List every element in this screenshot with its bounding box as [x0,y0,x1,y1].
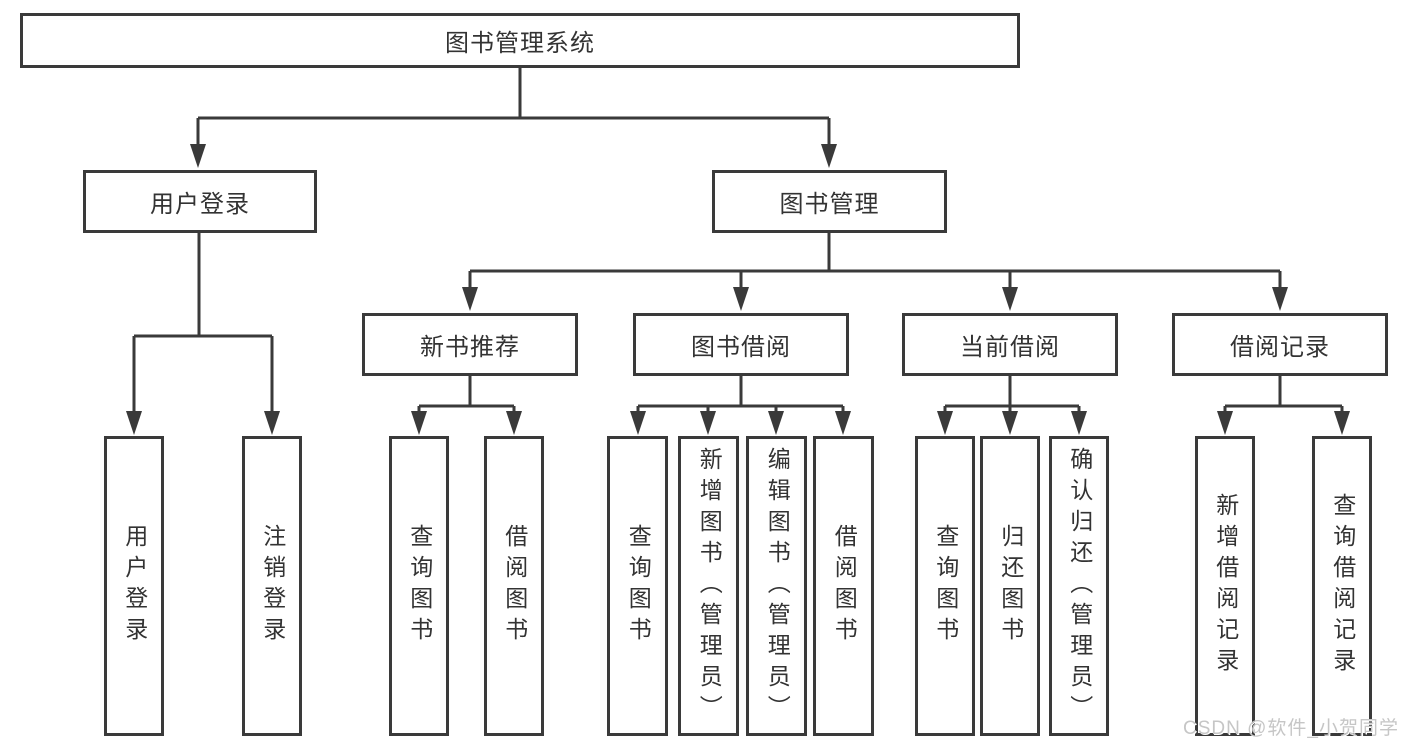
leaf-edit-book-admin-label: 编辑图书（管理员） [764,446,791,726]
leaf-borrow-books: 借阅图书 [813,436,874,736]
node-borrow-records-label: 借阅记录 [1230,334,1330,361]
leaf-logout: 注销登录 [242,436,302,736]
edges-new-book-recommend [411,376,522,435]
node-book-management-label: 图书管理 [779,191,880,218]
node-user-login: 用户登录 [83,170,317,233]
node-current-borrow-label: 当前借阅 [960,334,1060,361]
leaf-add-book-admin-label: 新增图书（管理员） [696,446,723,726]
leaf-add-book-admin: 新增图书（管理员） [678,436,739,736]
leaf-query-books-current: 查询图书 [915,436,975,736]
leaf-query-books-recommend-label: 查询图书 [406,524,433,648]
leaf-query-books-borrow: 查询图书 [607,436,668,736]
leaf-logout-label: 注销登录 [259,524,286,648]
leaf-confirm-return-admin-label: 确认归还（管理员） [1066,446,1093,726]
leaf-add-borrow-record: 新增借阅记录 [1195,436,1255,736]
leaf-query-borrow-record-label: 查询借阅记录 [1329,493,1356,679]
node-new-book-recommend-label: 新书推荐 [420,334,520,361]
node-current-borrow: 当前借阅 [902,313,1118,376]
leaf-return-book-label: 归还图书 [997,524,1024,648]
edges-root [190,68,837,168]
leaf-borrow-books-label: 借阅图书 [831,524,858,648]
node-book-borrow: 图书借阅 [633,313,849,376]
leaf-borrow-books-recommend-label: 借阅图书 [501,524,528,648]
node-book-borrow-label: 图书借阅 [691,334,791,361]
leaf-query-books-current-label: 查询图书 [932,524,959,648]
edges-user-login [126,233,280,435]
edges-book-borrow [630,376,851,435]
leaf-query-books-borrow-label: 查询图书 [625,524,652,648]
leaf-return-book: 归还图书 [980,436,1040,736]
leaf-add-borrow-record-label: 新增借阅记录 [1212,493,1239,679]
edges-current-borrow [937,376,1087,435]
edges-book-management [462,233,1288,311]
leaf-query-books-recommend: 查询图书 [389,436,449,736]
leaf-confirm-return-admin: 确认归还（管理员） [1049,436,1109,736]
edges-borrow-records [1217,376,1350,435]
node-user-login-label: 用户登录 [150,191,250,218]
node-root: 图书管理系统 [20,13,1020,68]
node-root-label: 图书管理系统 [445,30,595,57]
node-book-management: 图书管理 [712,170,947,233]
watermark: CSDN @软件_小贺同学 [1183,718,1399,739]
leaf-borrow-books-recommend: 借阅图书 [484,436,544,736]
node-borrow-records: 借阅记录 [1172,313,1388,376]
node-new-book-recommend: 新书推荐 [362,313,578,376]
leaf-edit-book-admin: 编辑图书（管理员） [746,436,807,736]
leaf-user-login-label: 用户登录 [121,524,148,648]
leaf-query-borrow-record: 查询借阅记录 [1312,436,1372,736]
leaf-user-login: 用户登录 [104,436,164,736]
